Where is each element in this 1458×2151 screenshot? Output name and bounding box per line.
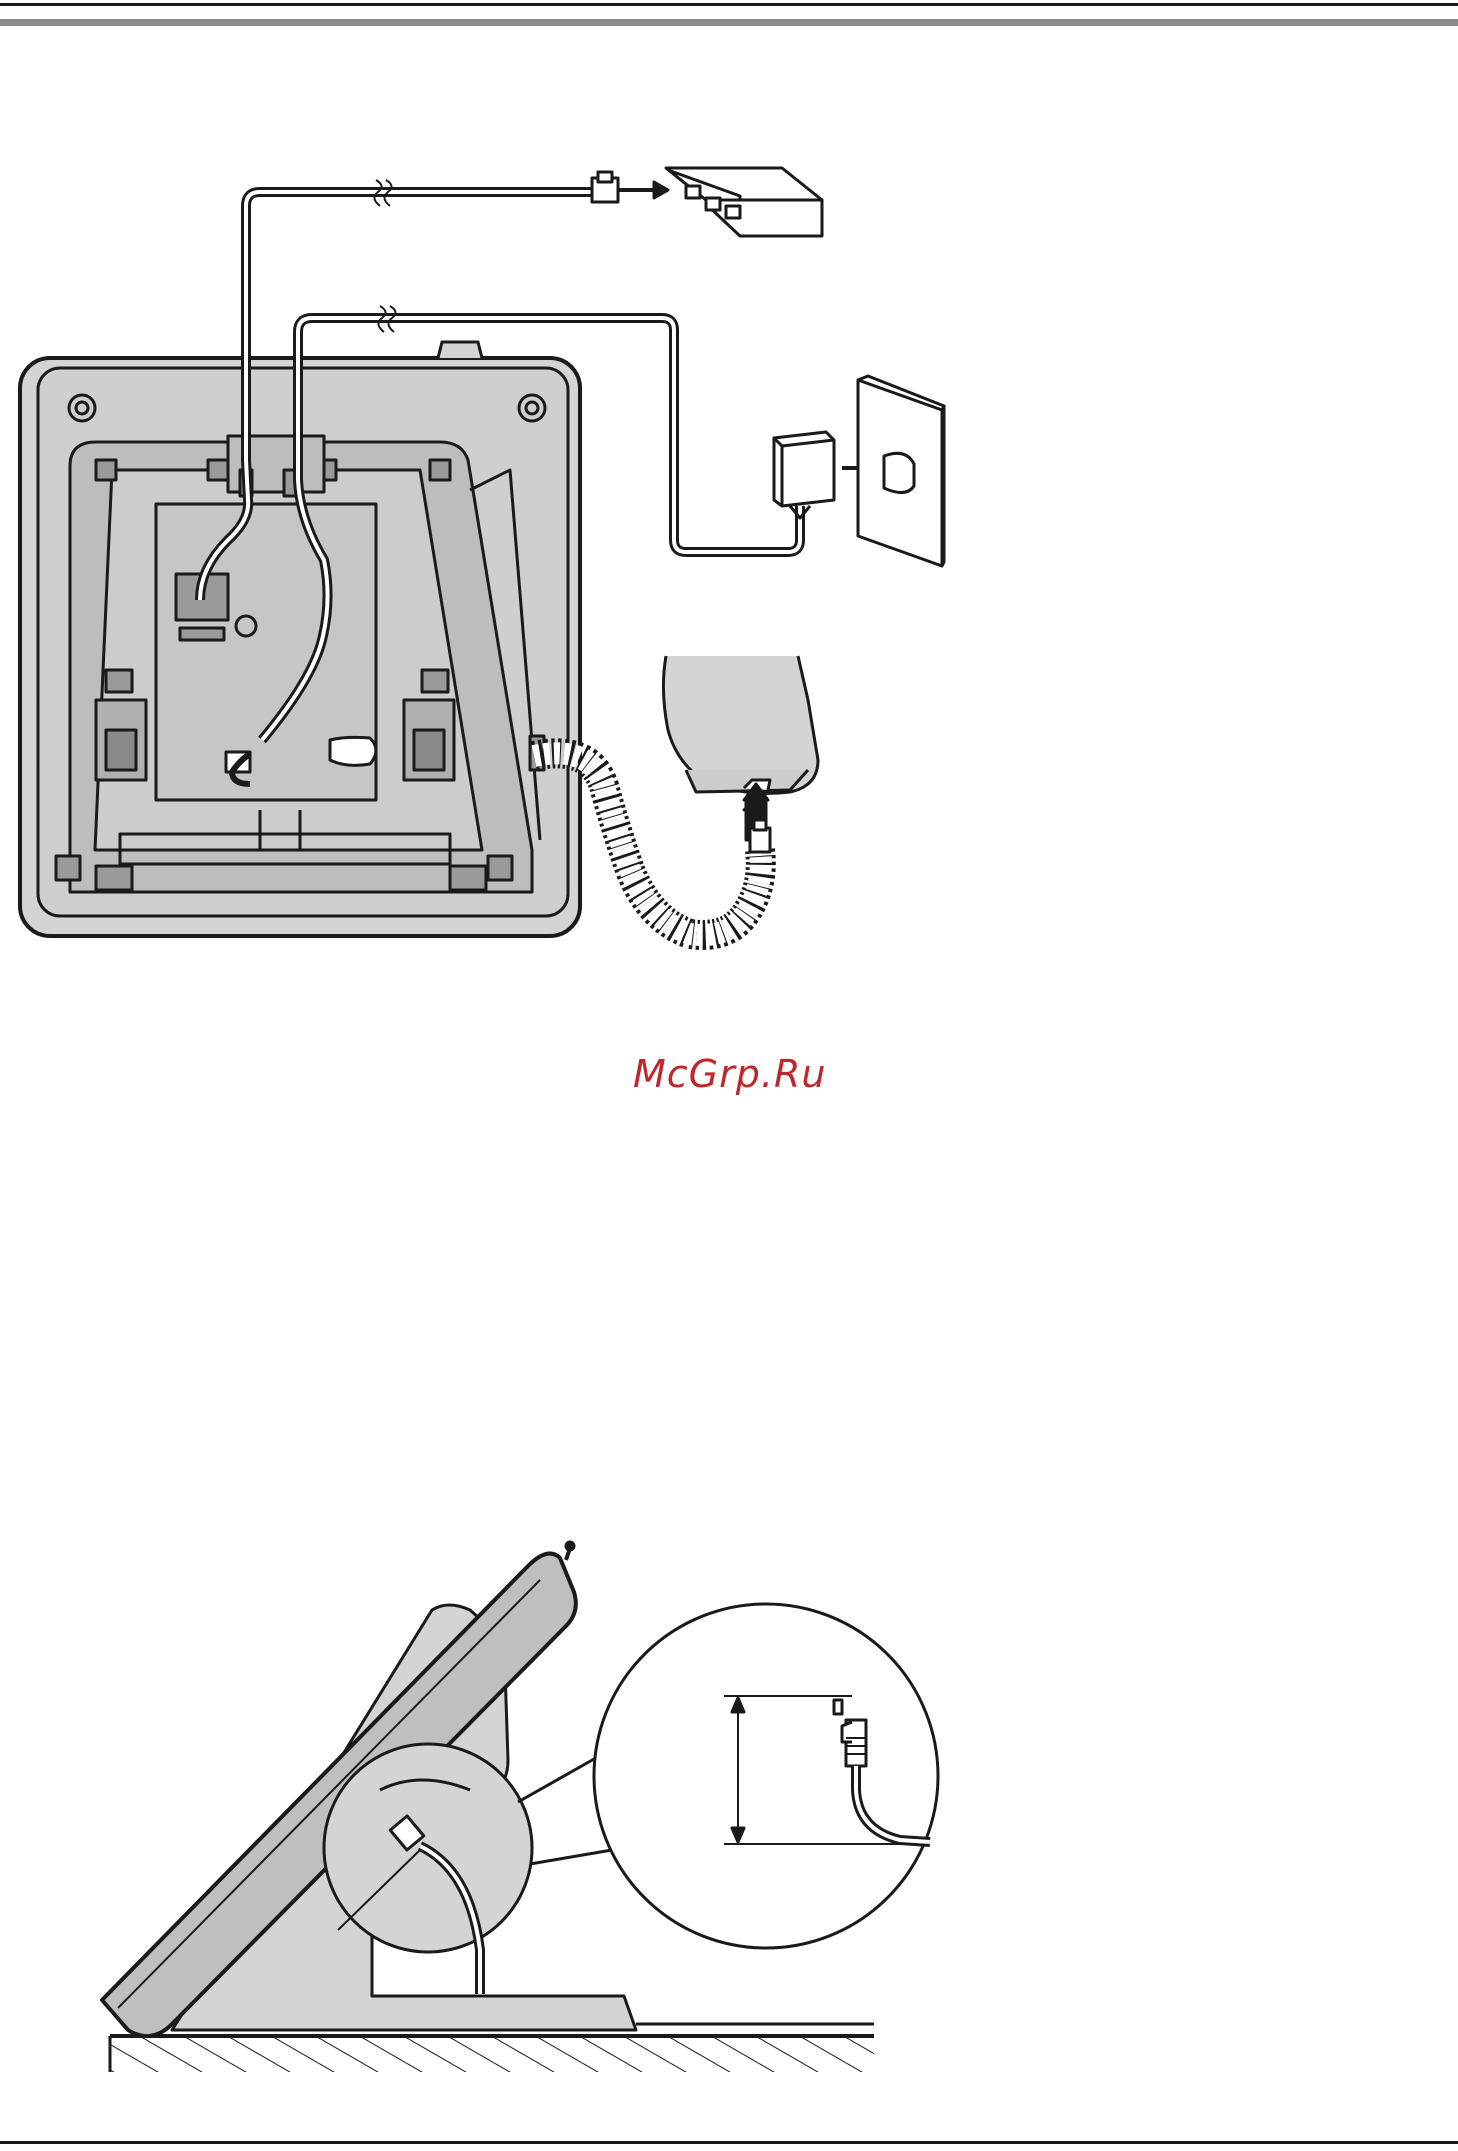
watermark: McGrp.Ru	[633, 1052, 826, 1096]
cable-clearance-callout	[594, 1604, 938, 1948]
footer-rule	[0, 2141, 1458, 2144]
switching-hub	[666, 168, 822, 236]
side-view-diagram	[102, 1542, 938, 2072]
desk-hatching	[110, 2036, 874, 2072]
power-outlet	[858, 376, 944, 566]
connection-diagram	[20, 168, 944, 936]
handset	[663, 656, 818, 840]
